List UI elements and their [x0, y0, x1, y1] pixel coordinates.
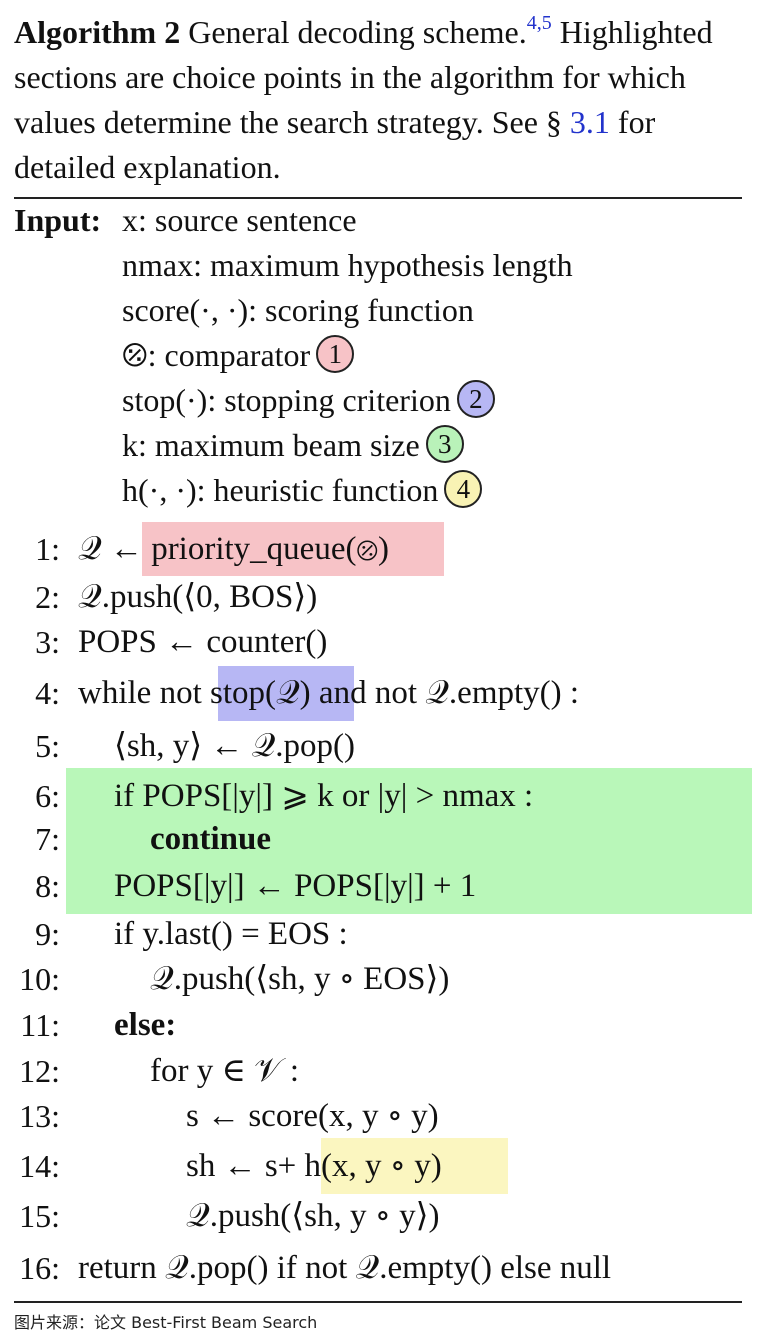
- bottom-rule: [14, 1301, 742, 1303]
- input-label: Input:: [14, 202, 102, 238]
- footnote-ref[interactable]: 4,5: [526, 12, 552, 35]
- line-9: if y.last() = EOS :: [114, 916, 348, 952]
- line-15: 𝒬.push(⟨sh, y ∘ y⟩): [186, 1198, 440, 1234]
- line-10: 𝒬.push(⟨sh, y ∘ EOS⟩): [150, 961, 450, 997]
- section-ref-link[interactable]: 3.1: [569, 104, 610, 140]
- line-number: 4:: [35, 675, 60, 711]
- line-number: 8:: [35, 868, 60, 904]
- line-number: 11:: [20, 1007, 60, 1043]
- line-11: else:: [114, 1007, 177, 1043]
- badge-1: 1: [316, 335, 355, 373]
- line-8: POPS[|y|] ← POPS[|y|] + 1: [114, 868, 477, 904]
- line-1: 𝒬 ← priority_queue(⦼): [78, 531, 389, 567]
- heuristic-highlight: [321, 1138, 508, 1194]
- caption-text-3: for detailed explanation.: [14, 104, 656, 185]
- input-item-text: ⦼: comparator: [122, 337, 311, 373]
- line-number: 13:: [19, 1098, 60, 1134]
- line-number: 7:: [35, 821, 60, 857]
- line-number: 10:: [19, 961, 60, 997]
- beam-highlight: [66, 768, 752, 914]
- line-2: 𝒬.push(⟨0, BOS⟩): [78, 579, 318, 615]
- line-number: 5:: [35, 728, 60, 764]
- input-item-text: stop(·): stopping criterion: [122, 382, 451, 418]
- line-13: s ← score(x, y ∘ y): [186, 1098, 439, 1134]
- line-5: ⟨sh, y⟩ ← 𝒬.pop(): [114, 728, 356, 764]
- line-number: 3:: [35, 624, 60, 660]
- image-source-note: 图片来源：论文 Best-First Beam Search: [14, 1313, 318, 1332]
- input-scoring-function: score(·, ·): scoring function: [122, 288, 474, 333]
- top-rule: [14, 197, 742, 199]
- comparator-highlight: [142, 522, 444, 576]
- line-number: 6:: [35, 778, 60, 814]
- badge-4: 4: [444, 470, 483, 508]
- line-12: for y ∈ 𝒱 :: [150, 1053, 300, 1089]
- algorithm-label: Algorithm 2: [14, 14, 181, 50]
- badge-3: 3: [425, 425, 464, 463]
- line-6: if POPS[|y|] ⩾ k or |y| > nmax :: [114, 778, 534, 814]
- line-16: return 𝒬.pop() if not 𝒬.empty() else nul…: [78, 1250, 612, 1286]
- input-source-sentence: x: source sentence: [122, 198, 357, 243]
- line-14: sh ← s+ h(x, y ∘ y): [186, 1148, 442, 1184]
- stop-highlight: [218, 666, 354, 721]
- input-item-text: nmax: maximum hypothesis length: [122, 247, 573, 283]
- line-number: 15:: [19, 1198, 60, 1234]
- line-number: 1:: [35, 531, 60, 567]
- caption-text-1: General decoding scheme.: [180, 14, 527, 50]
- badge-2: 2: [456, 380, 495, 418]
- line-7: continue: [150, 821, 272, 857]
- input-item-text: h(·, ·): heuristic function: [122, 472, 439, 508]
- line-3: POPS ← counter(): [78, 624, 328, 660]
- line-number: 12:: [19, 1053, 60, 1089]
- line-number: 16:: [19, 1250, 60, 1286]
- input-item-text: k: maximum beam size: [122, 427, 420, 463]
- input-max-length: nmax: maximum hypothesis length: [122, 243, 573, 288]
- input-item-text: x: source sentence: [122, 202, 357, 238]
- line-number: 14:: [19, 1148, 60, 1184]
- input-item-text: score(·, ·): scoring function: [122, 292, 474, 328]
- line-number: 2:: [35, 579, 60, 615]
- algorithm-caption: Algorithm 2 General decoding scheme.4,5 …: [14, 10, 748, 190]
- line-4: while not stop(𝒬) and not 𝒬.empty() :: [78, 675, 580, 711]
- caption-text-2: Highlighted sections are choice points i…: [14, 14, 713, 140]
- line-number: 9:: [35, 916, 60, 952]
